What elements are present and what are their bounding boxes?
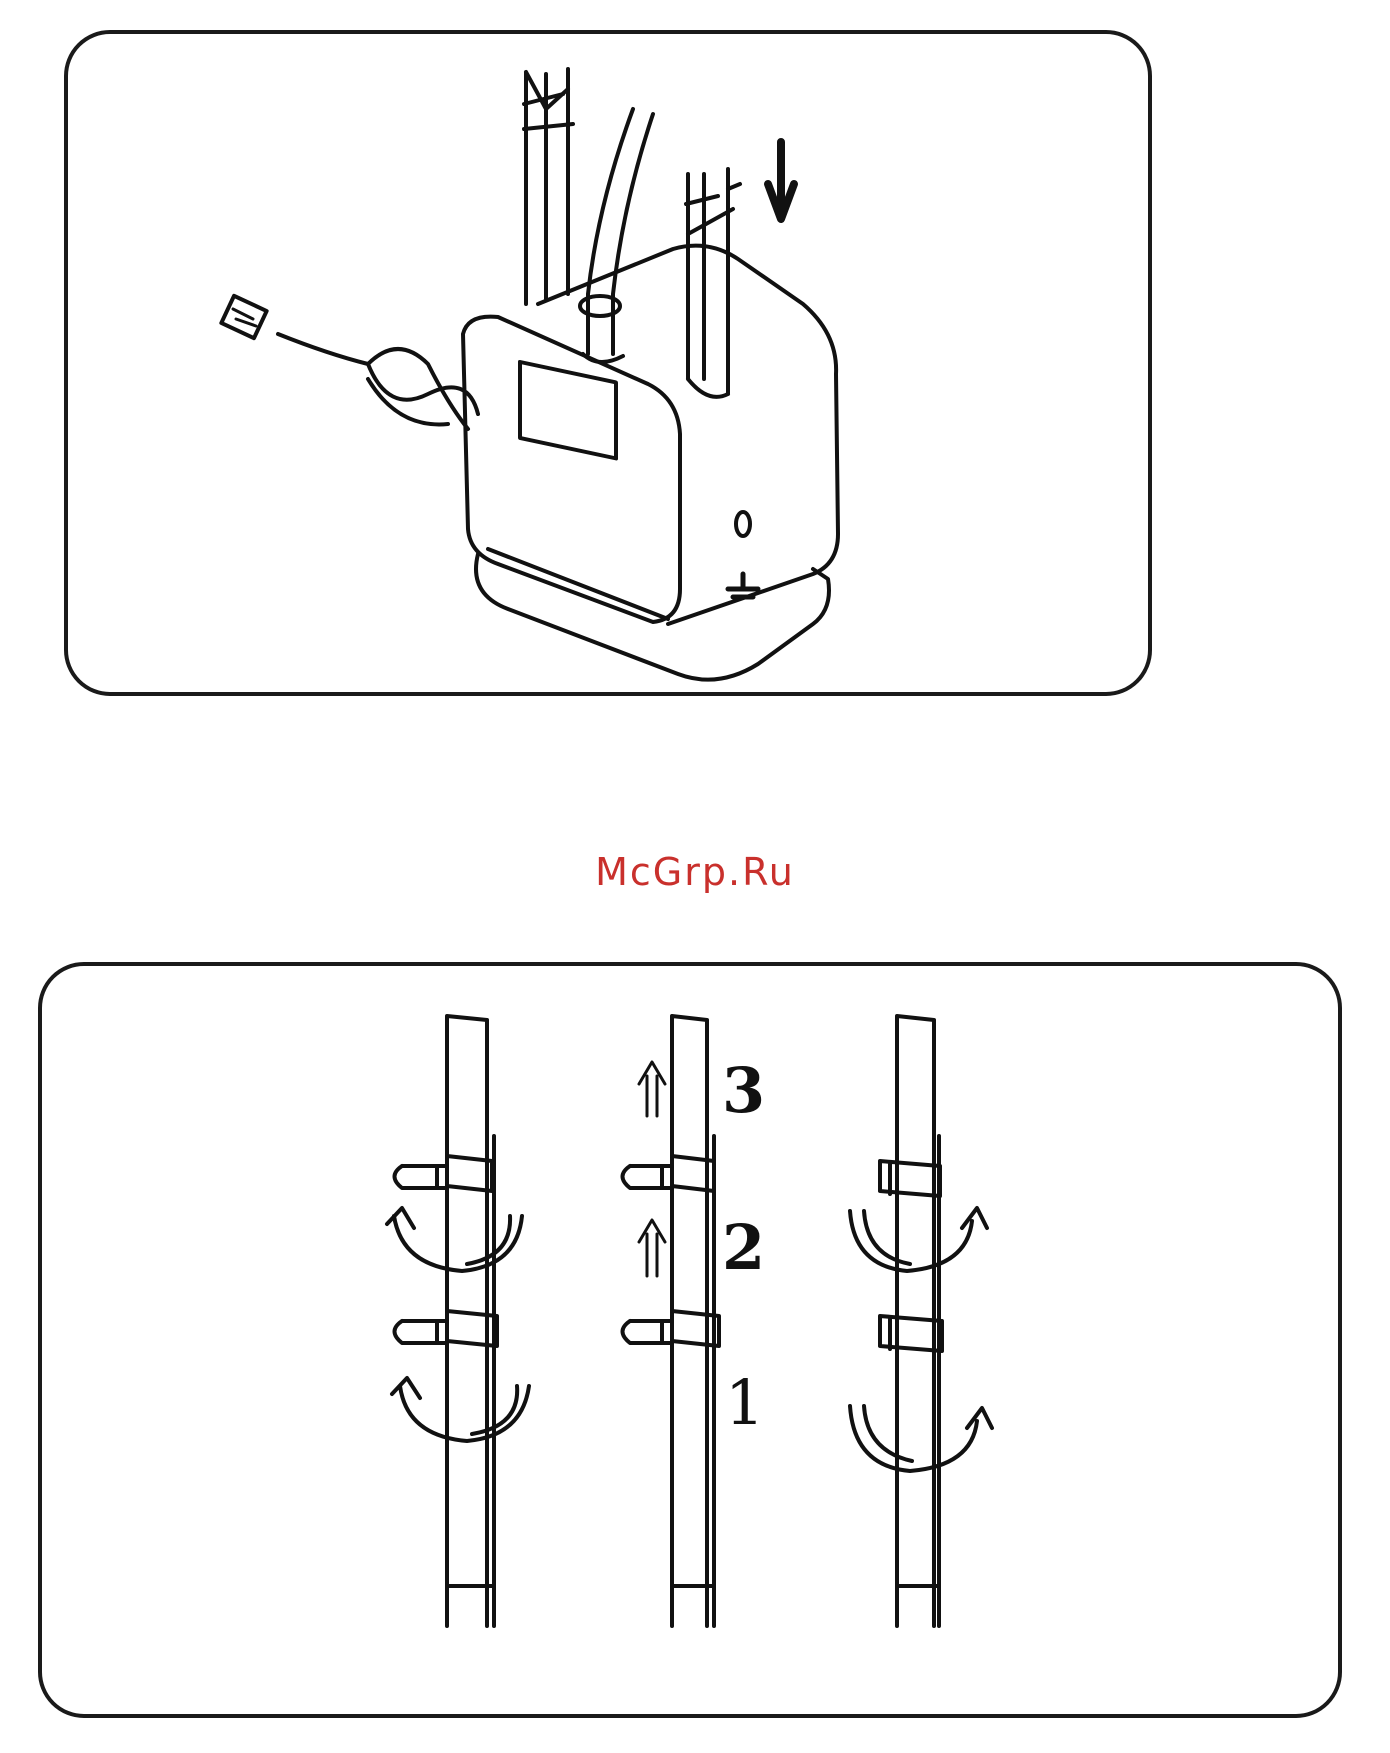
device-screen	[520, 362, 616, 458]
pole-right	[850, 1016, 992, 1626]
device-knob	[736, 512, 750, 536]
clip-icon	[880, 1161, 940, 1196]
pole-left	[387, 1016, 529, 1626]
step-label-3: 3	[722, 1054, 765, 1127]
rotate-arrow-icon	[392, 1378, 529, 1441]
rotate-arrow-icon	[387, 1208, 522, 1271]
illustration-panel-top	[64, 30, 1152, 696]
step-label-1: 1	[725, 1366, 764, 1439]
plug-icon	[221, 296, 266, 338]
device-illustration	[68, 34, 1156, 700]
arrow-up-icon	[639, 1062, 665, 1116]
rotate-arrow-icon	[850, 1208, 987, 1271]
base-plate	[476, 554, 829, 680]
steam-hose	[583, 109, 653, 362]
step-label-2: 2	[722, 1211, 765, 1284]
pole-middle	[623, 1016, 720, 1626]
pole-clips-illustration	[42, 966, 1346, 1722]
power-cord	[278, 334, 478, 429]
arrow-down-icon	[768, 142, 794, 219]
illustration-panel-bottom: 3 2 1	[38, 962, 1342, 1718]
arrow-up-icon	[639, 1220, 665, 1276]
clip-icon	[623, 1156, 715, 1191]
pole-left	[526, 69, 568, 304]
watermark: McGrp.Ru	[0, 850, 1390, 894]
clip-icon	[395, 1156, 493, 1191]
rotate-arrow-icon	[850, 1406, 992, 1471]
device-body-front	[463, 317, 680, 622]
